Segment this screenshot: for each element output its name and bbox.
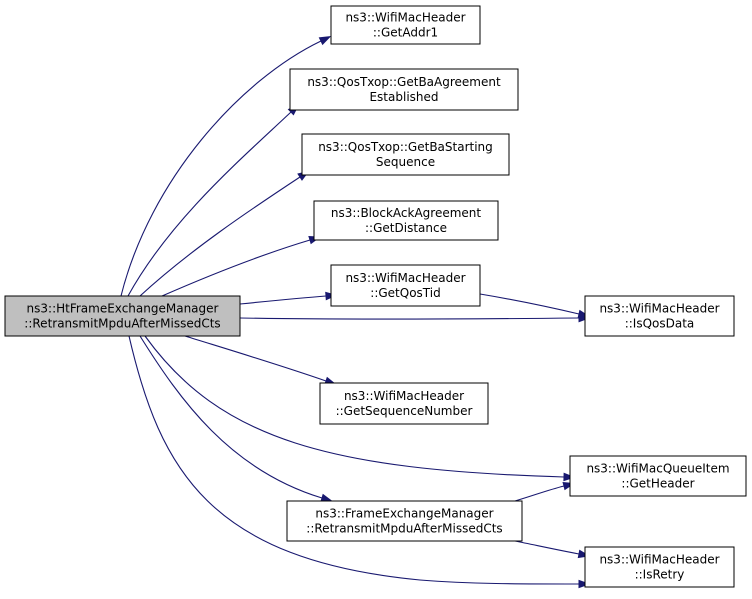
node-isqosdata[interactable]: ns3::WifiMacHeader::IsQosData	[584, 295, 735, 337]
edge-line	[514, 485, 565, 502]
node-label-line: ns3::BlockAckAgreement	[331, 206, 482, 220]
node-label-line: Established	[369, 90, 438, 104]
edge-line	[127, 111, 292, 297]
edge-line	[128, 335, 580, 585]
node-box	[584, 295, 735, 337]
node-box	[4, 295, 241, 337]
node-getqostid[interactable]: ns3::WifiMacHeader::GetQosTid	[330, 264, 481, 307]
node-box	[330, 5, 481, 45]
node-root[interactable]: ns3::HtFrameExchangeManager::RetransmitM…	[4, 295, 241, 337]
edge-line	[514, 540, 580, 555]
node-getheader[interactable]: ns3::WifiMacQueueItem::GetHeader	[569, 455, 747, 497]
node-label-line: ::RetransmitMpduAfterMissedCts	[24, 317, 220, 331]
edge-line	[120, 40, 322, 297]
node-isretry[interactable]: ns3::WifiMacHeader::IsRetry	[584, 546, 735, 588]
arrowhead	[320, 493, 333, 502]
node-getaddr1[interactable]: ns3::WifiMacHeader::GetAddr1	[330, 5, 481, 45]
edge-line	[144, 335, 565, 478]
call-nodes: ns3::HtFrameExchangeManager::RetransmitM…	[4, 5, 747, 588]
edge-root-to-isqosdata	[239, 313, 591, 323]
edge-line	[239, 295, 327, 305]
node-label-line: ::IsRetry	[635, 568, 685, 582]
arrowhead	[563, 472, 576, 482]
node-box	[330, 264, 481, 307]
node-box	[313, 200, 499, 241]
edge-fem_retransmit-to-getheader	[514, 481, 576, 502]
edge-root-to-fem_retransmit	[139, 335, 333, 502]
arrowhead	[318, 35, 332, 46]
edge-line	[139, 335, 323, 499]
node-label-line: ns3::WifiMacHeader	[345, 11, 465, 25]
edge-root-to-getqostid	[239, 291, 338, 305]
node-fem_retransmit[interactable]: ns3::FrameExchangeManager::RetransmitMpd…	[286, 500, 523, 542]
edge-line	[184, 335, 327, 382]
node-getseqnum[interactable]: ns3::WifiMacHeader::GetSequenceNumber	[319, 382, 489, 425]
edge-root-to-getbaagreement	[127, 104, 300, 297]
node-label-line: ::RetransmitMpduAfterMissedCts	[306, 522, 502, 536]
node-label-line: ns3::HtFrameExchangeManager	[27, 302, 219, 316]
arrowhead	[578, 579, 591, 589]
node-box	[319, 382, 489, 425]
edge-fem_retransmit-to-isretry	[514, 540, 591, 559]
node-label-line: ns3::QosTxop::GetBaStarting	[318, 140, 493, 154]
node-label-line: ns3::WifiMacHeader	[599, 553, 719, 567]
node-label-line: ::GetDistance	[365, 221, 447, 235]
edge-line	[239, 317, 580, 320]
node-box	[569, 455, 747, 497]
edge-root-to-getaddr1	[120, 35, 332, 297]
edge-root-to-getseqnum	[184, 335, 337, 385]
node-box	[584, 546, 735, 588]
edge-getqostid-to-isqosdata	[479, 293, 591, 319]
edge-root-to-getdistance	[161, 236, 321, 297]
node-label-line: ns3::WifiMacQueueItem	[586, 462, 729, 476]
edge-line	[139, 176, 301, 297]
node-label-line: Sequence	[376, 155, 435, 169]
node-box	[301, 133, 510, 176]
edge-root-to-getheader	[144, 335, 576, 482]
node-label-line: ::GetSequenceNumber	[336, 404, 473, 418]
node-getdistance[interactable]: ns3::BlockAckAgreement::GetDistance	[313, 200, 499, 241]
node-label-line: ::IsQosData	[625, 317, 695, 331]
node-label-line: ::GetAddr1	[373, 26, 438, 40]
node-box	[289, 68, 519, 111]
edge-line	[479, 293, 580, 315]
node-label-line: ns3::WifiMacHeader	[345, 271, 465, 285]
edge-root-to-isretry	[128, 335, 591, 589]
edge-line	[161, 239, 311, 297]
node-label-line: ::GetHeader	[621, 477, 694, 491]
node-label-line: ns3::WifiMacHeader	[344, 389, 464, 403]
node-label-line: ns3::WifiMacHeader	[599, 302, 719, 316]
node-label-line: ::GetQosTid	[370, 286, 440, 300]
node-label-line: ns3::FrameExchangeManager	[315, 507, 493, 521]
node-box	[286, 500, 523, 542]
node-label-line: ns3::QosTxop::GetBaAgreement	[307, 75, 501, 89]
